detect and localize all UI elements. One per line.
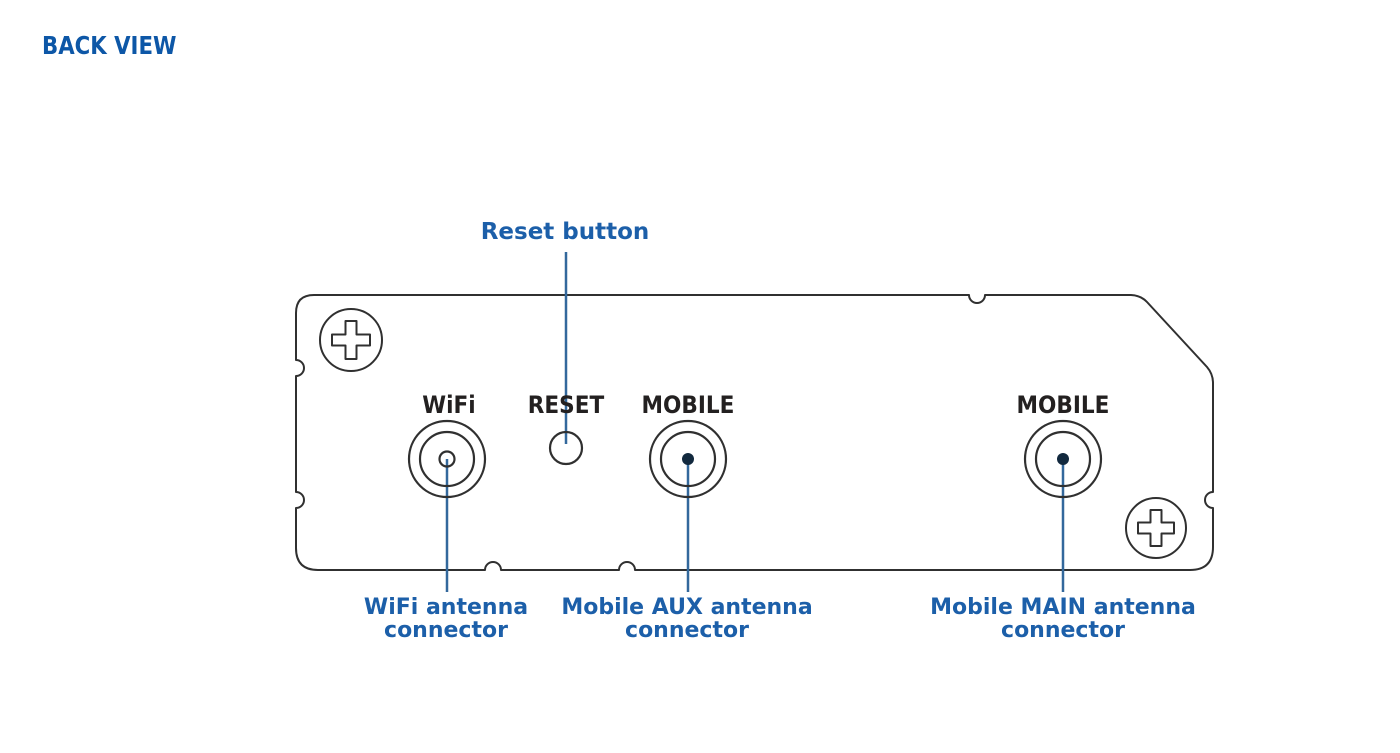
port-label-mobile-main: MOBILE — [1016, 391, 1110, 419]
callout-wifi-antenna-connector: WiFi antenna connector — [364, 596, 528, 642]
callout-line: connector — [384, 618, 508, 643]
port-label-mobile-aux: MOBILE — [641, 391, 735, 419]
mobile-main-antenna-connector — [1023, 419, 1103, 499]
callout-line: Mobile AUX antenna — [561, 595, 813, 620]
wifi-antenna-connector — [407, 419, 487, 499]
page-title: BACK VIEW — [42, 31, 177, 60]
reset-button-circle — [548, 430, 584, 466]
callout-mobile-main-antenna-connector: Mobile MAIN antenna connector — [930, 596, 1196, 642]
port-label-reset: RESET — [527, 391, 605, 419]
phillips-screw-bottom-right-icon — [1125, 497, 1187, 559]
callout-line: WiFi antenna — [363, 595, 529, 620]
callout-line: connector — [625, 618, 749, 643]
main-center-pin — [1057, 453, 1069, 465]
phillips-screw-top-left-icon — [319, 308, 383, 372]
port-label-wifi: WiFi — [422, 391, 476, 419]
panel-outline — [295, 294, 1214, 571]
reset-button-callout: Reset button — [480, 219, 650, 245]
callout-line: Mobile MAIN antenna — [930, 595, 1196, 620]
aux-center-pin — [682, 453, 694, 465]
mobile-aux-antenna-connector — [648, 419, 728, 499]
callout-line: connector — [1001, 618, 1125, 643]
callout-mobile-aux-antenna-connector: Mobile AUX antenna connector — [561, 596, 812, 642]
